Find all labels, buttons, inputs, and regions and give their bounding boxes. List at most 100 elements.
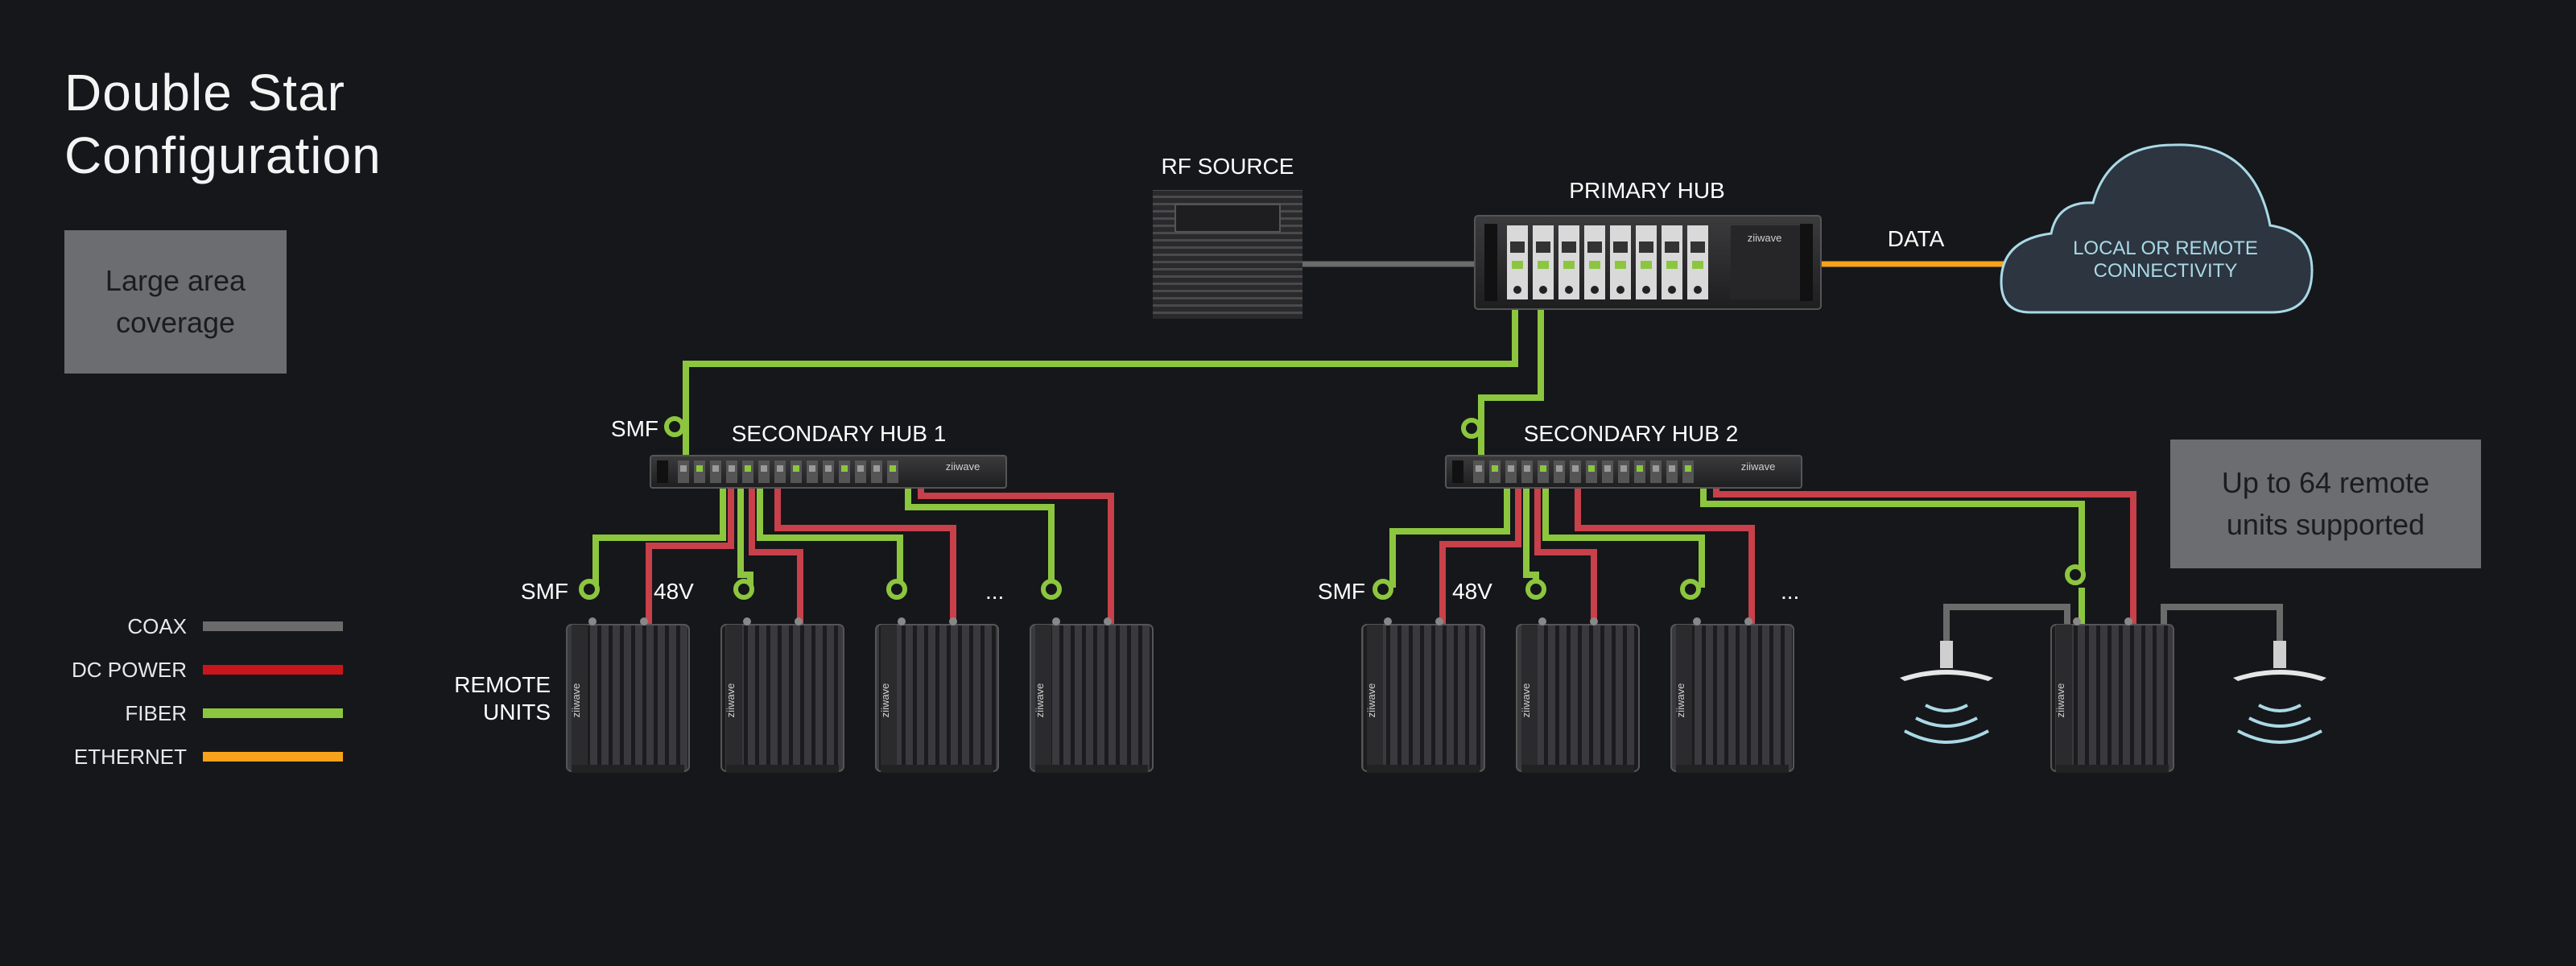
hub-port bbox=[823, 460, 834, 483]
remote-unit: ziiwave bbox=[1030, 617, 1154, 773]
cloud-label-line-2: CONNECTIVITY bbox=[2094, 260, 2238, 282]
hub-port bbox=[1489, 460, 1501, 483]
fiber-hub2-ru1 bbox=[1389, 483, 1510, 588]
fiber-connector bbox=[1373, 579, 1393, 600]
capacity-callout: Up to 64 remote units supported bbox=[2170, 440, 2481, 568]
remote-unit-brand: ziiwave bbox=[2054, 683, 2066, 718]
power-hub1-ru1 bbox=[646, 483, 734, 624]
primary-hub-module bbox=[1584, 225, 1605, 299]
primary-hub-module bbox=[1662, 225, 1682, 299]
coverage-callout-line-2: coverage bbox=[115, 306, 236, 339]
primary-hub-module bbox=[1507, 225, 1528, 299]
rf-source bbox=[1153, 190, 1302, 319]
fiber-connector bbox=[2065, 564, 2086, 585]
remote-units-label-line-1: REMOTE bbox=[454, 672, 551, 697]
primary-hub: ziiwave bbox=[1474, 215, 1822, 310]
remote-unit-brand: ziiwave bbox=[1034, 683, 1046, 718]
remote-unit-brand: ziiwave bbox=[724, 683, 737, 718]
primary-hub-module bbox=[1636, 225, 1657, 299]
legend-swatch bbox=[203, 665, 343, 675]
legend-label: ETHERNET bbox=[74, 745, 187, 769]
power-hub2-ru3 bbox=[1575, 483, 1755, 624]
fiber-hub1-ru3 bbox=[757, 483, 903, 588]
fiber-connector bbox=[1680, 579, 1701, 600]
hub-port bbox=[1538, 460, 1549, 483]
smf-connector-hub1 bbox=[664, 416, 685, 437]
antenna-left-icon bbox=[1900, 641, 1993, 744]
hub-port bbox=[726, 460, 737, 483]
coax-ru5-antenna-left bbox=[1943, 604, 2070, 647]
hub-port bbox=[1650, 460, 1662, 483]
hub-port bbox=[1618, 460, 1629, 483]
remote-unit-brand: ziiwave bbox=[879, 683, 891, 718]
hub-port bbox=[1505, 460, 1517, 483]
secondary-hub-1-label: SECONDARY HUB 1 bbox=[732, 421, 947, 446]
cloud-icon: LOCAL OR REMOTE CONNECTIVITY bbox=[2000, 143, 2314, 314]
hub-port bbox=[1602, 460, 1613, 483]
remote-unit: ziiwave bbox=[720, 617, 844, 773]
remote-unit: ziiwave bbox=[1516, 617, 1640, 773]
hub-port bbox=[791, 460, 802, 483]
hub-port bbox=[678, 460, 689, 483]
power-hub2-ru1 bbox=[1439, 483, 1521, 624]
primary-hub-brand: ziiwave bbox=[1748, 232, 1782, 244]
legend-swatch bbox=[203, 621, 343, 631]
title-line-1: Double Star bbox=[64, 64, 345, 122]
remote-unit-brand: ziiwave bbox=[1674, 683, 1686, 718]
legend-item: COAX bbox=[127, 614, 343, 638]
hub-port bbox=[1521, 460, 1533, 483]
fiber-hub1-ru1 bbox=[592, 483, 726, 588]
legend: COAX DC POWER FIBER ETHERNET bbox=[72, 614, 343, 769]
primary-hub-module bbox=[1687, 225, 1708, 299]
antenna-right-icon bbox=[2233, 641, 2326, 744]
coax-ru5-antenna-right bbox=[2161, 604, 2283, 647]
fiber-hub2-ru5 bbox=[1700, 483, 2085, 576]
coverage-callout-line-1: Large area bbox=[105, 264, 246, 297]
secondary-hub-1: ziiwave bbox=[650, 455, 1007, 489]
fiber-connector bbox=[1525, 579, 1546, 600]
page-title: Double Star Configuration bbox=[64, 61, 382, 187]
hub-port bbox=[1634, 460, 1645, 483]
remote-unit: ziiwave bbox=[1670, 617, 1794, 773]
capacity-callout-line-2: units supported bbox=[2226, 508, 2425, 541]
smf-label-row1: SMF bbox=[521, 579, 568, 604]
remote-unit: ziiwave bbox=[566, 617, 690, 773]
hub-port bbox=[855, 460, 866, 483]
rf-source-label: RF SOURCE bbox=[1162, 154, 1294, 179]
hub2-brand: ziiwave bbox=[1741, 460, 1776, 473]
coverage-callout: Large area coverage bbox=[64, 230, 287, 374]
data-link-label: DATA bbox=[1888, 226, 1945, 251]
hub-port bbox=[1554, 460, 1565, 483]
remote-unit-brand: ziiwave bbox=[1520, 683, 1532, 718]
hub-port bbox=[742, 460, 753, 483]
power-hub2-ru2 bbox=[1534, 483, 1597, 624]
primary-hub-module bbox=[1610, 225, 1631, 299]
legend-swatch bbox=[203, 752, 343, 762]
secondary-hub-2-label: SECONDARY HUB 2 bbox=[1524, 421, 1739, 446]
remote-unit: ziiwave bbox=[2050, 617, 2174, 773]
hub-port bbox=[774, 460, 786, 483]
hub-port bbox=[1666, 460, 1678, 483]
fiber-hub1-ru4 bbox=[905, 483, 1055, 588]
secondary-hub-2: ziiwave bbox=[1445, 455, 1802, 489]
fiber-primary-to-hub1 bbox=[683, 286, 1518, 459]
primary-hub-module bbox=[1533, 225, 1554, 299]
primary-hub-label: PRIMARY HUB bbox=[1569, 178, 1724, 203]
hub-port bbox=[1570, 460, 1581, 483]
power-hub1-ru4 bbox=[918, 483, 1114, 624]
legend-item: FIBER bbox=[125, 701, 343, 725]
hub-port bbox=[1682, 460, 1694, 483]
fiber-connector bbox=[733, 579, 754, 600]
legend-item: DC POWER bbox=[72, 658, 343, 682]
legend-swatch bbox=[203, 708, 343, 718]
remote-unit-brand: ziiwave bbox=[1365, 683, 1377, 718]
cloud-label-line-1: LOCAL OR REMOTE bbox=[2073, 237, 2258, 259]
remote-units: ziiwave ziiwave ziiwave ziiwave ziiwave ziiwa… bbox=[566, 617, 2174, 773]
hub-port bbox=[807, 460, 818, 483]
title-line-2: Configuration bbox=[64, 126, 382, 184]
hub-port bbox=[887, 460, 898, 483]
hub-port bbox=[1473, 460, 1484, 483]
smf-label-hub1: SMF bbox=[611, 416, 658, 441]
power-hub1-ru2 bbox=[749, 483, 803, 624]
